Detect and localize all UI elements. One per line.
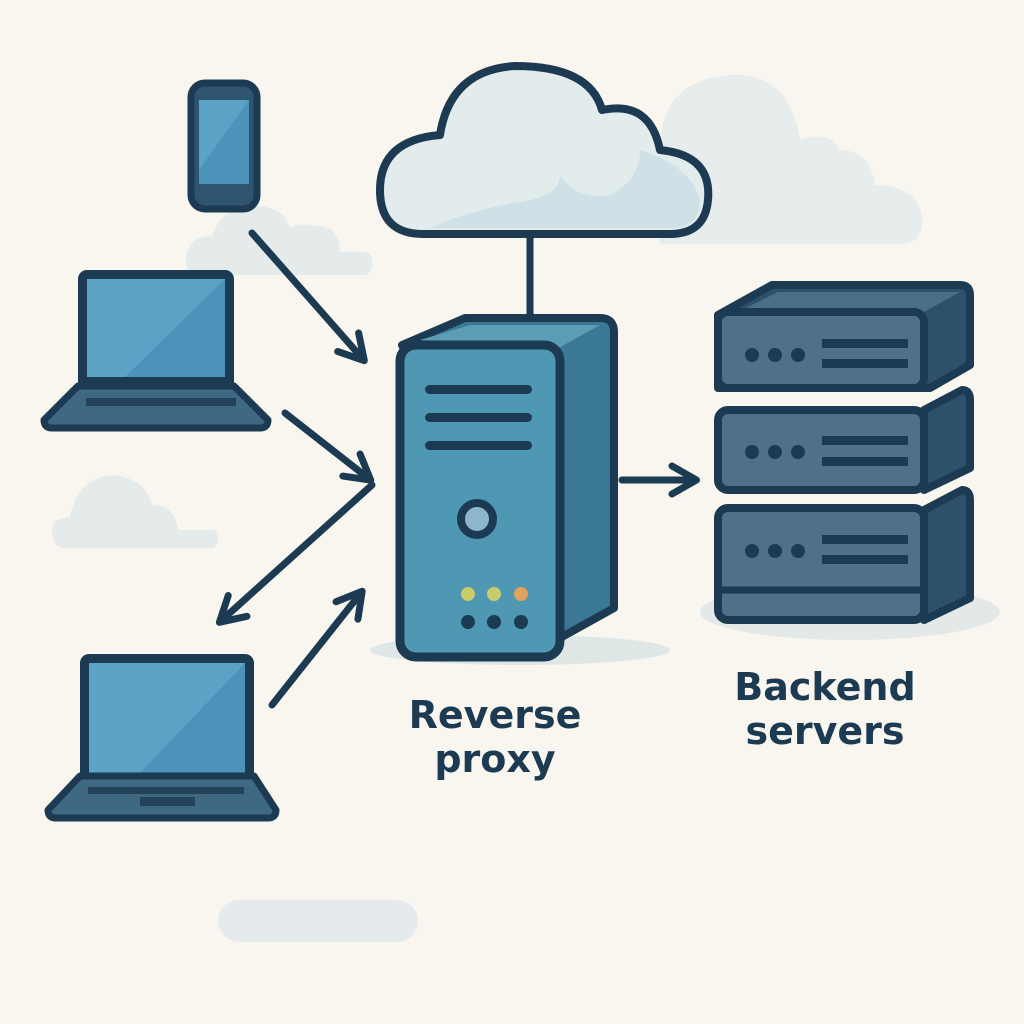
server-tower-icon <box>370 314 670 665</box>
server-rack-icon <box>700 281 1000 640</box>
laptop-icon-top <box>40 270 272 432</box>
smartphone-icon <box>187 79 261 213</box>
arrow-phone-to-proxy <box>248 229 368 365</box>
background-cloud-bottom <box>218 900 418 942</box>
arrow-proxy-to-laptop <box>215 481 376 626</box>
status-led-3 <box>514 587 528 601</box>
arrow-laptop-to-proxy <box>281 409 375 484</box>
background-cloud-right <box>660 74 923 245</box>
status-led-1 <box>461 587 475 601</box>
background-cloud-left-top <box>186 206 372 275</box>
cloud-icon <box>376 62 713 238</box>
status-led-2 <box>487 587 501 601</box>
background-cloud-left-middle <box>52 475 218 548</box>
laptop-icon-bottom <box>44 654 280 822</box>
backend-server-2 <box>714 386 974 494</box>
backend-server-1 <box>714 281 974 392</box>
backend-server-3 <box>714 486 974 624</box>
arrow-laptop2-to-proxy <box>268 587 366 709</box>
